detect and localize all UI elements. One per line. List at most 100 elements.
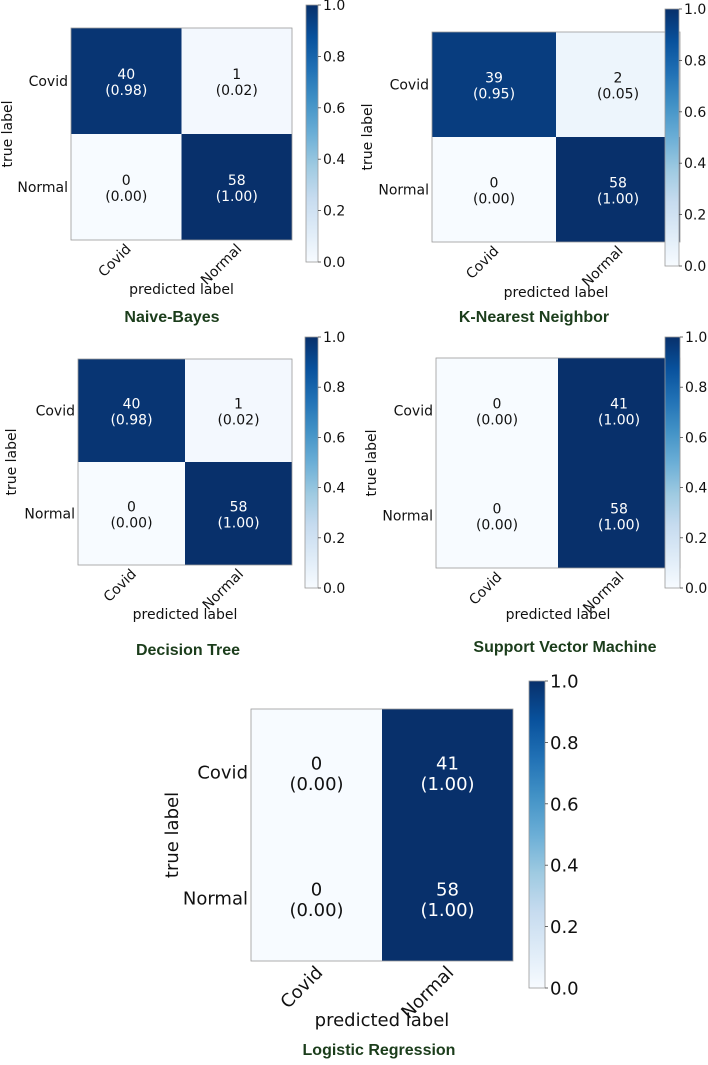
y-tick-label: Normal (24, 506, 75, 522)
colorbar-tick-label: 0.2 (323, 531, 345, 547)
x-axis-label: predicted label (133, 607, 238, 623)
cell-count-label: 0 (493, 396, 502, 412)
heatmap-cell (558, 463, 680, 568)
cell-ratio-label: (0.98) (110, 413, 152, 429)
heatmap-cell (436, 358, 558, 463)
heatmap-cell (181, 28, 292, 134)
confusion-matrix-panel: 39(0.95)2(0.05)0(0.00)58(1.00)CovidNorma… (360, 2, 706, 326)
x-tick-label: Covid (277, 962, 328, 1013)
cell-count-label: 58 (230, 499, 248, 515)
cell-count-label: 41 (610, 396, 628, 412)
y-axis-label: true label (364, 429, 380, 496)
y-axis-label: true label (0, 100, 16, 167)
x-tick-label: Normal (579, 243, 626, 290)
confusion-matrix-panel: 0(0.00)41(1.00)0(0.00)58(1.00)CovidNorma… (162, 671, 579, 1059)
x-tick-label: Covid (463, 243, 502, 282)
colorbar-tick-label: 0.0 (323, 581, 345, 597)
colorbar-tick-label: 1.0 (323, 330, 345, 346)
colorbar-tick-label: 0.6 (323, 101, 345, 117)
cell-ratio-label: (1.00) (217, 516, 259, 532)
heatmap-cell (71, 28, 182, 134)
cell-ratio-label: (1.00) (598, 518, 640, 534)
heatmap-cell (556, 32, 680, 137)
colorbar (664, 8, 680, 267)
colorbar-tick-label: 0.8 (323, 49, 345, 65)
cell-ratio-label: (0.05) (597, 87, 639, 103)
y-tick-label: Normal (382, 508, 433, 524)
matrix-frame (431, 31, 681, 243)
cell-count-label: 40 (117, 67, 135, 83)
cell-ratio-label: (1.00) (420, 774, 474, 795)
colorbar-tick-label: 0.6 (685, 430, 707, 446)
heatmap-cell (432, 32, 556, 137)
cell-ratio-label: (0.98) (105, 83, 147, 99)
panel-title: Decision Tree (136, 642, 240, 659)
y-axis-label: true label (360, 103, 376, 170)
cell-count-label: 58 (610, 501, 628, 517)
colorbar-tick-label: 0.6 (550, 794, 579, 815)
cell-ratio-label: (0.00) (289, 774, 343, 795)
y-tick-label: Covid (29, 74, 68, 90)
y-tick-label: Normal (17, 180, 68, 196)
cell-ratio-label: (1.00) (216, 189, 258, 205)
cell-ratio-label: (0.00) (289, 900, 343, 921)
heatmap-cell (78, 462, 185, 565)
colorbar-tick-label: 0.2 (685, 531, 707, 547)
colorbar-tick-label: 0.8 (684, 53, 706, 69)
heatmap-cell (78, 359, 185, 462)
colorbar-tick-label: 0.0 (323, 255, 345, 271)
x-axis-label: predicted label (315, 1010, 450, 1031)
cell-ratio-label: (1.00) (598, 413, 640, 429)
colorbar-tick-label: 0.8 (685, 380, 707, 396)
y-tick-label: Normal (183, 888, 248, 909)
colorbar (304, 336, 319, 589)
x-axis-label: predicted label (504, 285, 609, 301)
colorbar (664, 336, 681, 589)
heatmap-cell (556, 137, 680, 242)
colorbar-tick-label: 0.0 (684, 259, 706, 275)
matrix-frame (77, 358, 293, 566)
colorbar-tick-label: 0.2 (323, 204, 345, 220)
y-tick-label: Covid (197, 762, 248, 783)
y-tick-label: Normal (378, 182, 429, 198)
cell-count-label: 39 (485, 70, 503, 86)
cell-ratio-label: (0.02) (216, 83, 258, 99)
cell-count-label: 1 (234, 396, 243, 412)
cell-count-label: 0 (311, 879, 322, 900)
colorbar-tick-label: 0.4 (684, 156, 706, 172)
cell-ratio-label: (0.00) (476, 413, 518, 429)
colorbar-tick-label: 1.0 (684, 2, 706, 18)
heatmap-cell (185, 462, 292, 565)
panel-title: Logistic Regression (303, 1042, 456, 1059)
cell-ratio-label: (1.00) (597, 192, 639, 208)
colorbar-tick-label: 0.2 (684, 208, 706, 224)
cell-ratio-label: (0.95) (473, 87, 515, 103)
y-axis-label: true label (162, 792, 183, 878)
cell-ratio-label: (0.00) (110, 516, 152, 532)
cell-ratio-label: (0.02) (217, 413, 259, 429)
y-tick-label: Covid (390, 77, 429, 93)
x-axis-label: predicted label (129, 282, 234, 298)
heatmap-cell (432, 137, 556, 242)
colorbar-tick-label: 0.4 (685, 481, 707, 497)
matrix-frame (70, 27, 293, 241)
cell-count-label: 58 (609, 175, 627, 191)
colorbar-tick-label: 0.6 (684, 105, 706, 121)
colorbar-tick-label: 0.4 (323, 152, 345, 168)
colorbar-tick-label: 1.0 (323, 0, 345, 14)
cell-count-label: 41 (436, 753, 459, 774)
cell-count-label: 40 (123, 396, 141, 412)
cell-count-label: 0 (311, 753, 322, 774)
confusion-matrix-panel: 0(0.00)41(1.00)0(0.00)58(1.00)CovidNorma… (364, 330, 707, 656)
panel-title: K-Nearest Neighbor (459, 309, 609, 326)
heatmap-cell (185, 359, 292, 462)
cell-count-label: 0 (122, 173, 131, 189)
colorbar-tick-label: 1.0 (685, 330, 707, 346)
y-tick-label: Covid (36, 403, 75, 419)
cell-ratio-label: (1.00) (420, 900, 474, 921)
x-tick-label: Covid (101, 566, 140, 605)
confusion-matrix-panel: 40(0.98)1(0.02)0(0.00)58(1.00)CovidNorma… (4, 330, 345, 659)
cell-count-label: 2 (614, 70, 623, 86)
panel-title: Support Vector Machine (473, 639, 656, 656)
